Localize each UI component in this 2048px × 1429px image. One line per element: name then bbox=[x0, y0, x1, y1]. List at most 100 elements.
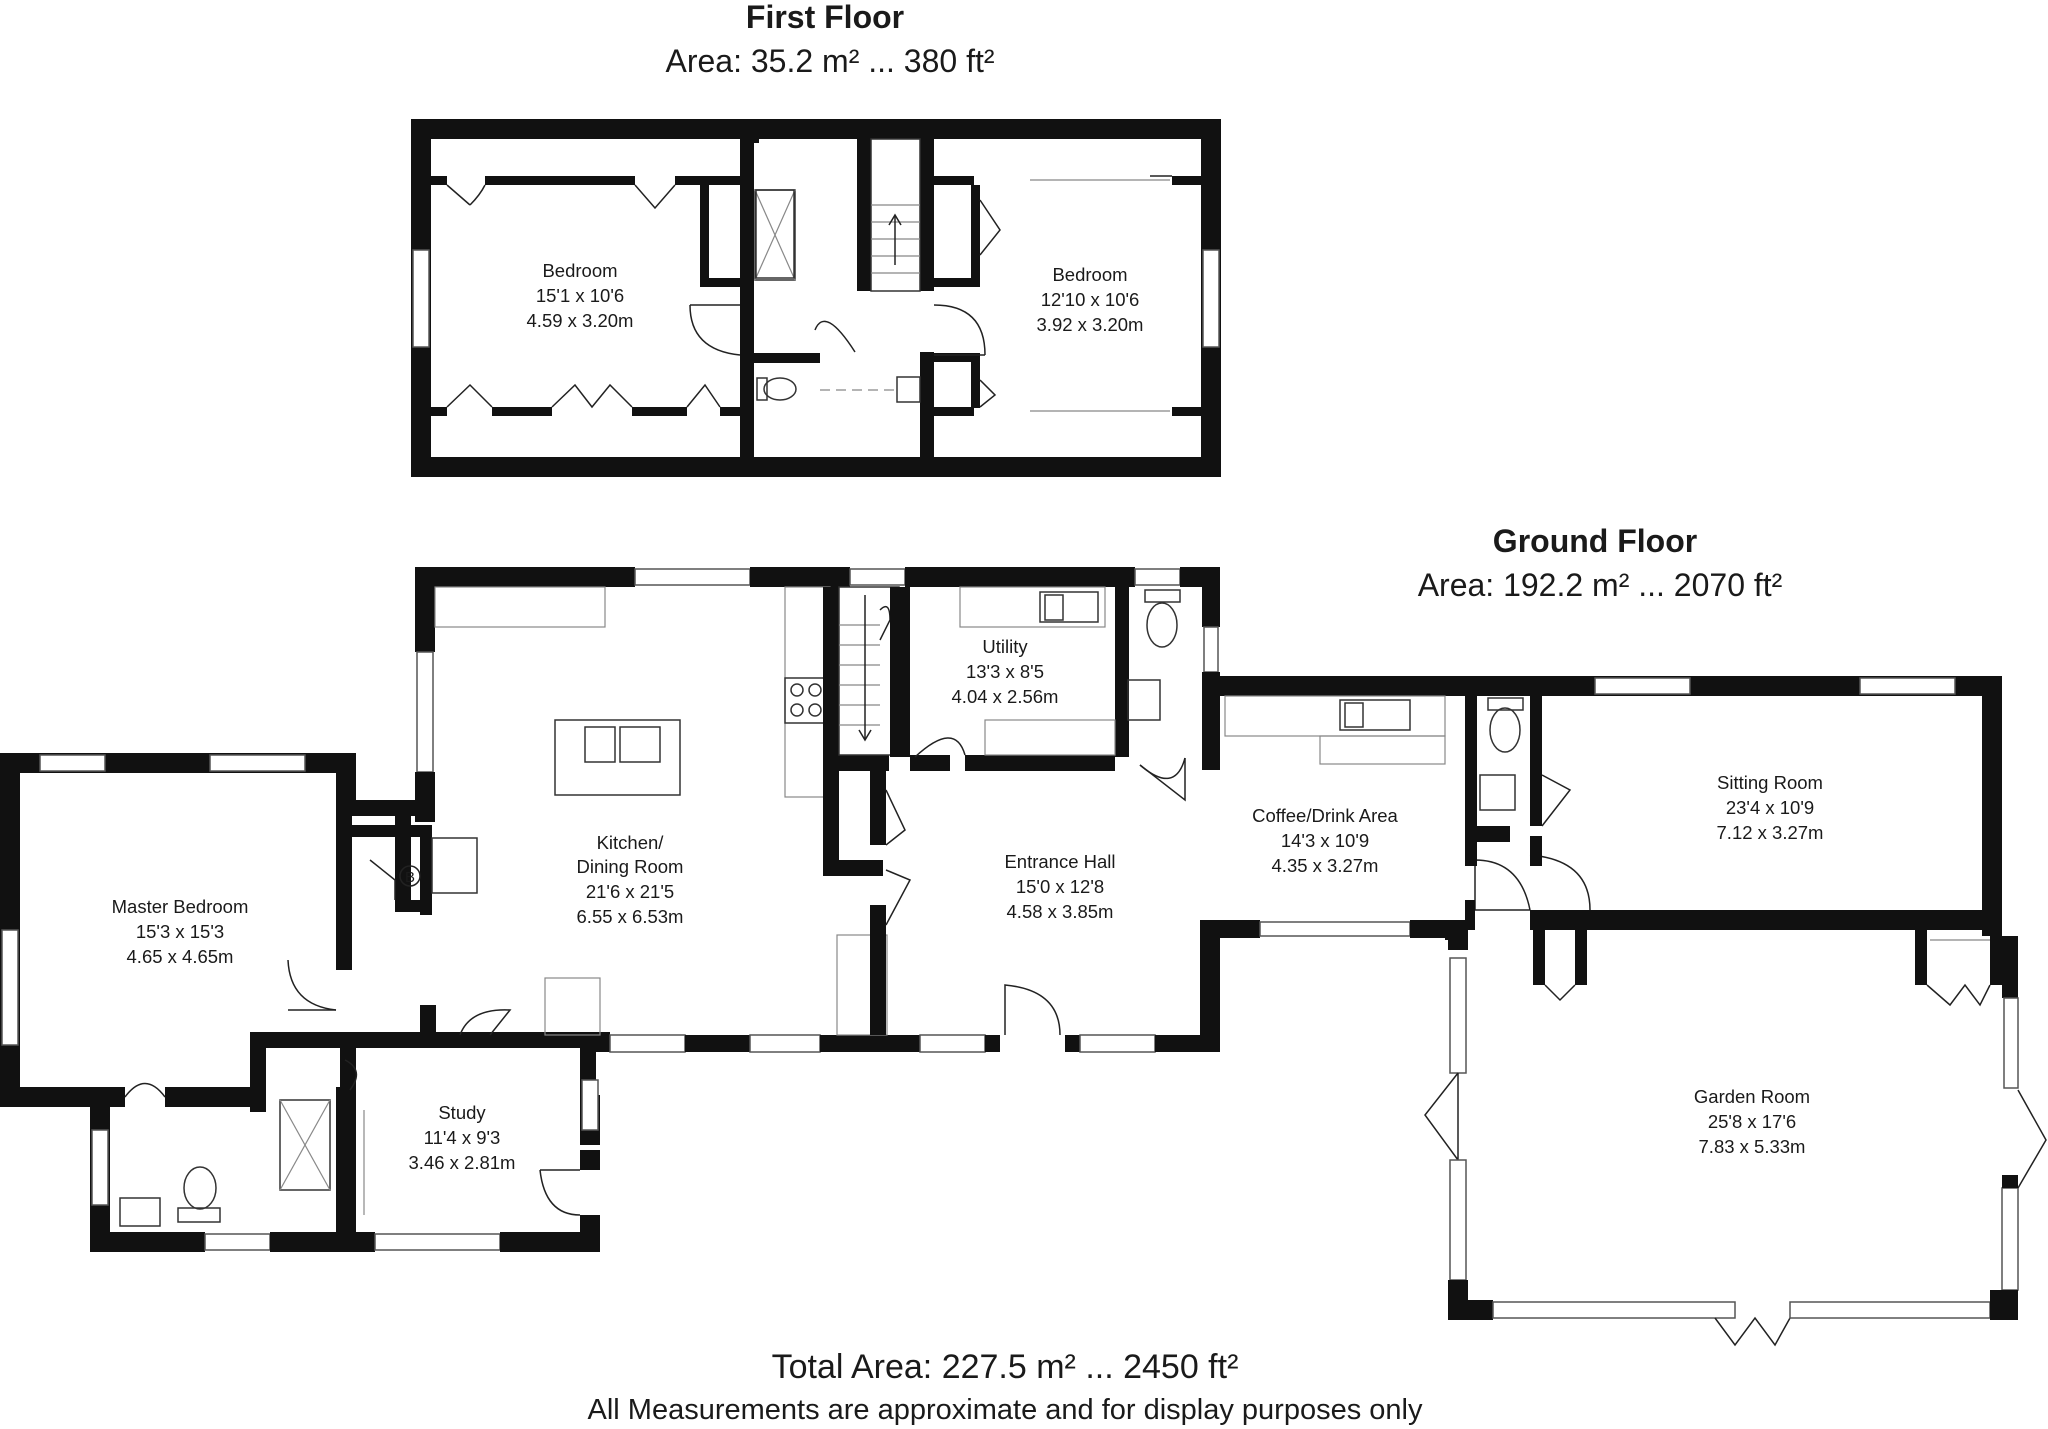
ground-floor-area: Area: 192.2 m² ... 2070 ft² bbox=[1418, 567, 1783, 603]
door-swing bbox=[1541, 774, 1572, 827]
window bbox=[1449, 1159, 1467, 1281]
cupboard-door bbox=[885, 789, 906, 846]
door-swing bbox=[344, 1059, 358, 1091]
window bbox=[2001, 1187, 2019, 1291]
wall bbox=[934, 176, 974, 185]
wall bbox=[675, 176, 740, 185]
wall bbox=[1172, 176, 1201, 185]
window bbox=[1859, 677, 1956, 695]
door-swing bbox=[539, 1169, 581, 1216]
room-size-imperial: 21'6 x 21'5 bbox=[586, 881, 674, 902]
door-swing bbox=[1474, 859, 1531, 911]
room-size-imperial: 23'4 x 10'9 bbox=[1726, 797, 1814, 818]
ground-floor-plan: B bbox=[0, 567, 2047, 1347]
wardrobe-door bbox=[686, 383, 721, 408]
toilet bbox=[1489, 707, 1521, 753]
coffee-sink bbox=[1339, 699, 1411, 731]
wall bbox=[934, 353, 980, 362]
room-name: Entrance Hall bbox=[1004, 851, 1115, 872]
door-swing bbox=[287, 959, 337, 1011]
window bbox=[1789, 1301, 1991, 1319]
wall bbox=[920, 352, 934, 457]
window bbox=[849, 568, 906, 586]
basin bbox=[896, 376, 921, 403]
room-size-metric: 4.04 x 2.56m bbox=[952, 686, 1059, 707]
window bbox=[1594, 677, 1691, 695]
room-size-metric: 3.46 x 2.81m bbox=[409, 1152, 516, 1173]
wall bbox=[700, 278, 740, 287]
first-floor-title: First Floor bbox=[746, 0, 904, 35]
room-name-line2: Dining Room bbox=[577, 856, 684, 877]
wardrobe-door bbox=[446, 184, 486, 206]
room-size-imperial: 15'0 x 12'8 bbox=[1016, 876, 1104, 897]
wall bbox=[700, 185, 709, 285]
first-floor-plan: Bedroom 15'1 x 10'6 4.59 x 3.20m Bedroom… bbox=[411, 119, 1221, 477]
room-name: Garden Room bbox=[1694, 1086, 1810, 1107]
kitchen-island bbox=[554, 719, 681, 796]
wall bbox=[411, 119, 1221, 139]
total-area: Total Area: 227.5 m² ... 2450 ft² bbox=[772, 1348, 1239, 1386]
wardrobe-door bbox=[446, 383, 493, 408]
room-name: Master Bedroom bbox=[112, 896, 249, 917]
door-swing bbox=[885, 869, 912, 926]
cupboard bbox=[431, 837, 478, 894]
room-size-metric: 4.35 x 3.27m bbox=[1272, 855, 1379, 876]
first-floor-area: Area: 35.2 m² ... 380 ft² bbox=[665, 43, 994, 79]
window bbox=[581, 1079, 599, 1131]
wall bbox=[857, 139, 871, 291]
room-name: Coffee/Drink Area bbox=[1252, 805, 1398, 826]
room-name: Bedroom bbox=[1052, 264, 1127, 285]
window bbox=[204, 1233, 271, 1251]
toilet bbox=[763, 377, 797, 401]
window bbox=[1492, 1301, 1736, 1319]
staircase bbox=[870, 138, 921, 292]
room-name: Sitting Room bbox=[1717, 772, 1823, 793]
wall bbox=[740, 139, 754, 457]
wall bbox=[920, 139, 934, 291]
door-swing bbox=[814, 320, 856, 353]
window bbox=[416, 651, 434, 773]
basin bbox=[1479, 774, 1516, 811]
window bbox=[374, 1233, 501, 1251]
window bbox=[1134, 568, 1181, 586]
room-size-imperial: 15'1 x 10'6 bbox=[536, 285, 624, 306]
window bbox=[919, 1034, 986, 1053]
window bbox=[609, 1034, 686, 1053]
boiler-icon bbox=[399, 865, 421, 887]
window bbox=[39, 754, 106, 772]
toilet bbox=[183, 1166, 217, 1210]
sink bbox=[1039, 591, 1099, 623]
window bbox=[1202, 249, 1220, 348]
room-size-metric: 7.12 x 3.27m bbox=[1717, 822, 1824, 843]
room-size-imperial: 13'3 x 8'5 bbox=[966, 661, 1044, 682]
window bbox=[2003, 997, 2019, 1089]
wardrobe-door bbox=[634, 184, 676, 210]
door-swing bbox=[459, 1009, 512, 1036]
room-size-metric: 4.59 x 3.20m bbox=[527, 310, 634, 331]
wall bbox=[971, 185, 980, 285]
wall bbox=[431, 407, 447, 416]
wall bbox=[934, 407, 974, 416]
room-size-metric: 4.58 x 3.85m bbox=[1007, 901, 1114, 922]
basin bbox=[1127, 679, 1161, 721]
cupboard-door bbox=[1926, 983, 1991, 1007]
room-size-metric: 7.83 x 5.33m bbox=[1699, 1136, 1806, 1157]
wall bbox=[934, 278, 980, 287]
cupboard-door bbox=[979, 379, 997, 408]
wall bbox=[754, 353, 820, 363]
window bbox=[1203, 626, 1219, 673]
basin bbox=[119, 1197, 161, 1227]
room-size-metric: 3.92 x 3.20m bbox=[1037, 314, 1144, 335]
boiler-label: B bbox=[405, 869, 415, 886]
room-name: Study bbox=[438, 1102, 486, 1123]
window bbox=[91, 1129, 109, 1206]
wall bbox=[632, 407, 687, 416]
room-name: Kitchen/ bbox=[597, 832, 665, 853]
window bbox=[1259, 921, 1411, 937]
door-swing bbox=[689, 304, 741, 356]
room-size-metric: 6.55 x 6.53m bbox=[577, 906, 684, 927]
french-door bbox=[1424, 1072, 1459, 1161]
window bbox=[1, 929, 19, 1046]
wall bbox=[754, 139, 759, 143]
window bbox=[412, 249, 430, 348]
